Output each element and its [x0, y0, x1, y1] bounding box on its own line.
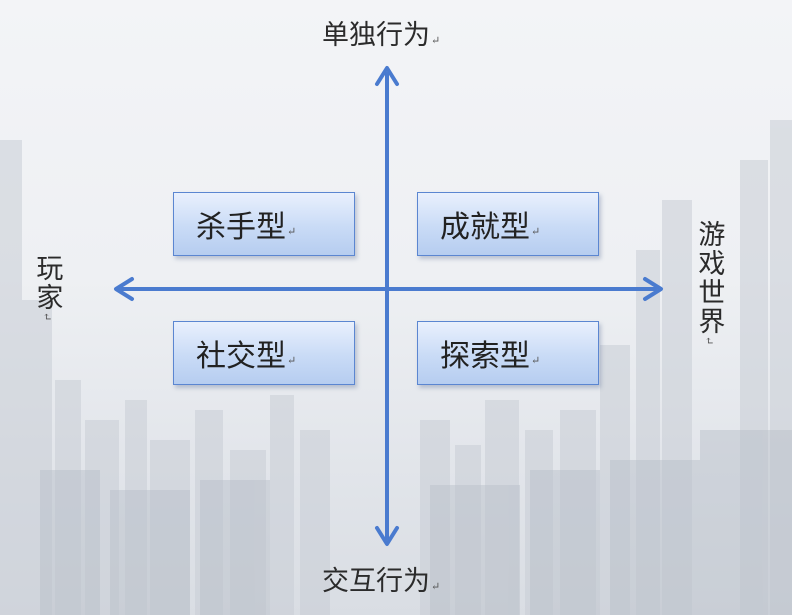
- axis-label-top: 单独行为↵: [322, 22, 440, 49]
- axis-label-bottom: 交互行为↵: [322, 568, 440, 595]
- quadrant-label-achiever: 成就型: [440, 210, 530, 245]
- return-mark: ↵: [702, 336, 716, 348]
- quadrant-box-achiever: 成就型↵: [417, 192, 599, 256]
- quadrant-label-killer: 杀手型: [196, 210, 286, 245]
- return-mark: ↵: [287, 224, 297, 238]
- arrowhead-left-icon: [114, 277, 134, 301]
- arrowhead-up-icon: [375, 66, 399, 86]
- return-mark: ↵: [287, 353, 297, 367]
- axis-label-left-text: 玩家: [31, 254, 63, 312]
- quadrant-label-explorer: 探索型: [440, 339, 530, 374]
- return-mark: ↵: [531, 224, 541, 238]
- axis-label-bottom-text: 交互行为: [322, 566, 430, 597]
- quadrant-label-socializer: 社交型: [196, 339, 286, 374]
- arrowhead-down-icon: [375, 526, 399, 546]
- return-mark: ↵: [431, 34, 441, 47]
- quadrant-box-socializer: 社交型↵: [173, 321, 355, 385]
- axis-label-top-text: 单独行为: [322, 20, 430, 51]
- return-mark: ↵: [40, 312, 54, 324]
- quadrant-box-killer: 杀手型↵: [173, 192, 355, 256]
- axis-label-right: 游戏世界↵: [693, 220, 725, 348]
- quadrant-box-explorer: 探索型↵: [417, 321, 599, 385]
- arrowhead-right-icon: [643, 277, 663, 301]
- axis-label-right-text: 游戏世界: [693, 220, 725, 336]
- axis-label-left: 玩家↵: [31, 254, 63, 324]
- return-mark: ↵: [531, 353, 541, 367]
- return-mark: ↵: [431, 580, 441, 593]
